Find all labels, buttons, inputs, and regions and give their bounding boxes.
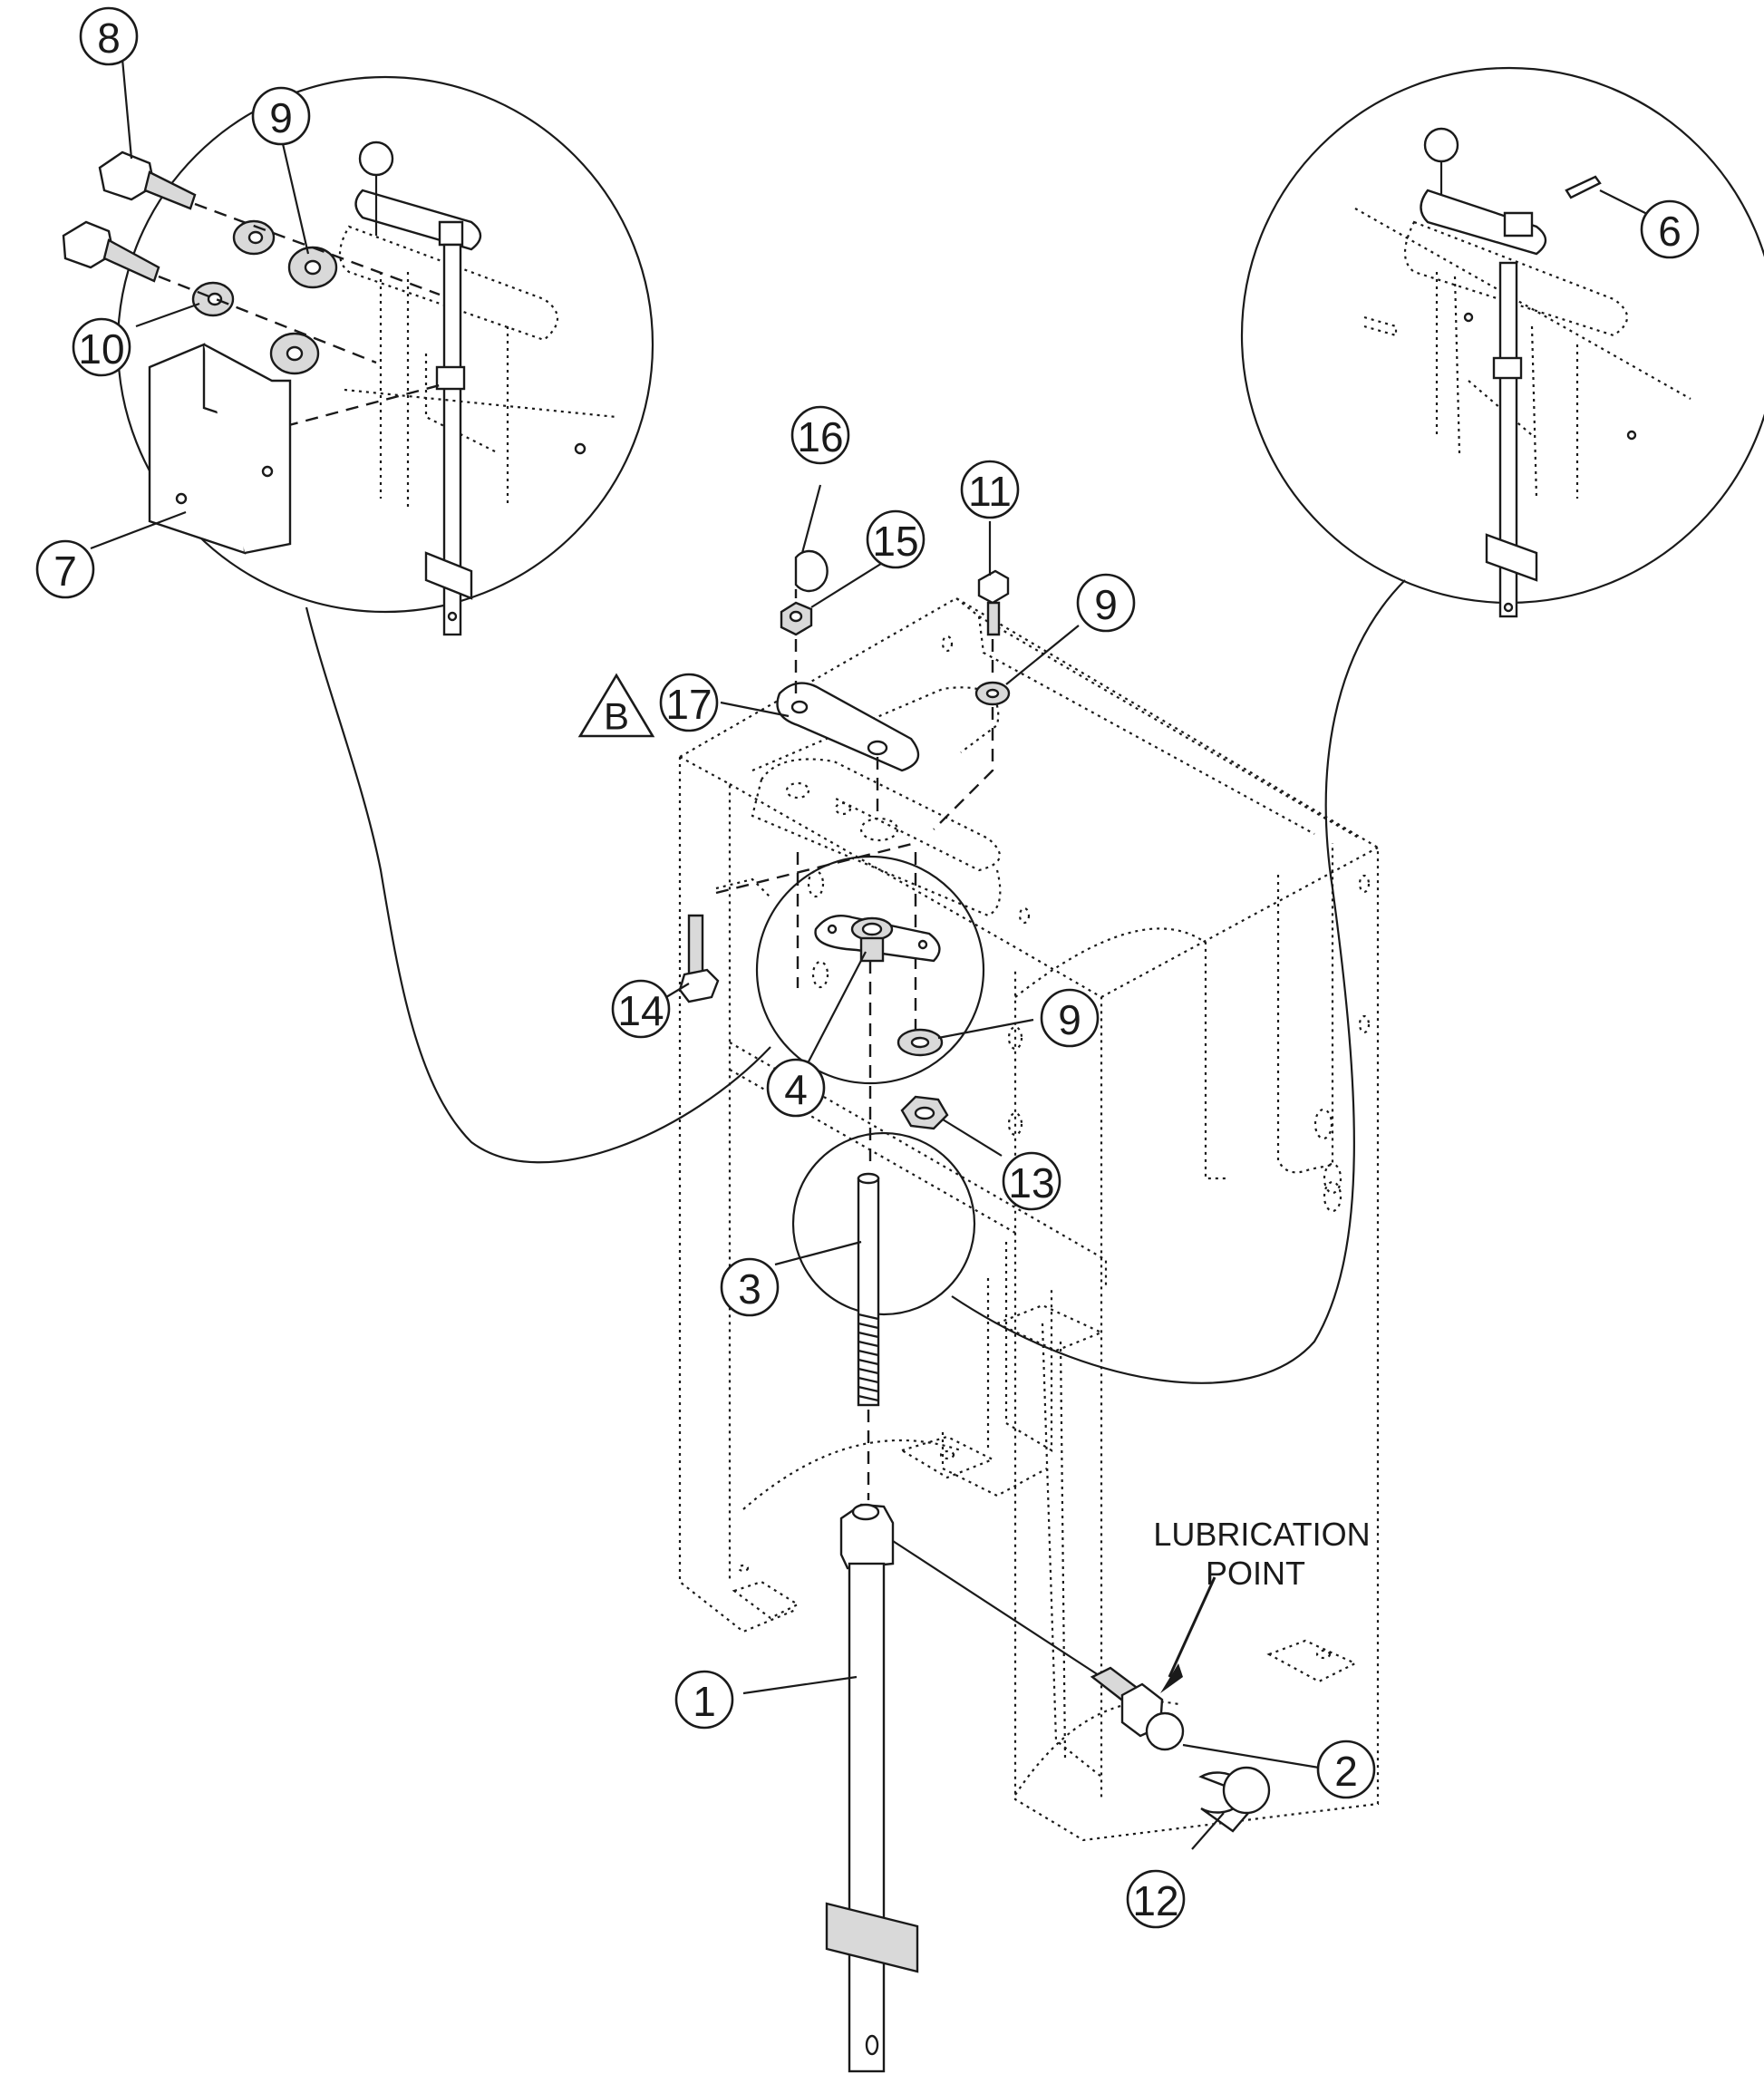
callout-9-top-left: 9 [251, 86, 311, 146]
callout-4: 4 [766, 1058, 826, 1118]
svg-text:6: 6 [1658, 208, 1682, 255]
callout-1: 1 [674, 1670, 734, 1730]
callout-7: 7 [35, 539, 95, 599]
svg-text:2: 2 [1334, 1748, 1358, 1795]
svg-text:14: 14 [617, 987, 664, 1034]
lubrication-point-note: LUBRICATION POINT [1153, 1516, 1370, 1592]
callout-9-middle: 9 [1040, 988, 1100, 1048]
svg-text:10: 10 [78, 325, 124, 373]
frame-housing [678, 596, 1380, 1842]
svg-text:4: 4 [784, 1066, 808, 1113]
svg-text:1: 1 [693, 1678, 716, 1725]
threaded-stud [857, 1172, 880, 1500]
center-hardware [678, 914, 949, 1169]
top-plate-parts [715, 549, 1011, 1033]
detail-leader-curves [305, 579, 1406, 1384]
svg-text:7: 7 [53, 548, 77, 595]
callout-17: 17 [659, 673, 719, 732]
svg-text:12: 12 [1132, 1877, 1178, 1924]
svg-text:17: 17 [665, 681, 712, 728]
svg-text:LUBRICATION: LUBRICATION [1153, 1516, 1370, 1553]
callout-15: 15 [866, 509, 926, 569]
revision-marker: B [577, 673, 655, 738]
grease-fitting [892, 1540, 1320, 1850]
callout-13: 13 [1002, 1151, 1061, 1211]
svg-text:9: 9 [1094, 581, 1118, 628]
svg-text:B: B [604, 695, 629, 738]
detail-view-left [62, 75, 654, 636]
callout-3: 3 [720, 1257, 780, 1317]
svg-text:13: 13 [1008, 1159, 1054, 1207]
detail-view-right [1240, 66, 1764, 618]
svg-text:11: 11 [968, 468, 1012, 515]
callout-10: 10 [72, 317, 131, 377]
callout-6: 6 [1640, 199, 1700, 259]
callout-9-top-right: 9 [1076, 573, 1136, 633]
svg-text:15: 15 [872, 518, 918, 565]
callout-11: 11 [960, 460, 1020, 519]
svg-text:9: 9 [269, 94, 293, 141]
callout-8: 8 [79, 6, 139, 66]
svg-text:POINT: POINT [1206, 1555, 1305, 1592]
main-shaft [825, 1503, 919, 2073]
svg-text:9: 9 [1058, 996, 1081, 1043]
detail-circles-center [755, 855, 985, 1316]
callout-16: 16 [790, 405, 850, 465]
svg-text:8: 8 [97, 15, 121, 62]
callout-14: 14 [611, 979, 671, 1039]
leader-lines [90, 58, 1216, 1695]
svg-text:3: 3 [738, 1265, 761, 1313]
callout-2: 2 [1316, 1740, 1376, 1799]
svg-text:16: 16 [797, 413, 843, 460]
callout-12: 12 [1126, 1869, 1186, 1929]
